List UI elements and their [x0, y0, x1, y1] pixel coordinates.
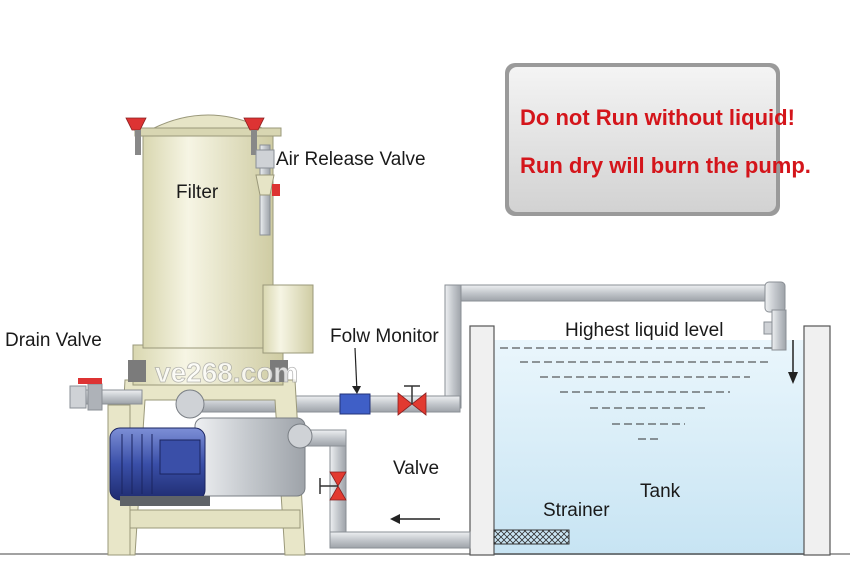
pump-head [194, 417, 306, 497]
label-valve: Valve [393, 458, 439, 479]
clamp-icon [243, 117, 265, 131]
flow-monitor-sensor [339, 393, 371, 415]
tank-water [490, 340, 805, 555]
return-pipe [444, 281, 798, 409]
label-drain-valve: Drain Valve [5, 330, 102, 351]
tank [469, 325, 831, 556]
valve-handle-icon [78, 378, 102, 384]
label-highest-liquid-level: Highest liquid level [565, 320, 723, 341]
strainer [493, 529, 570, 545]
tank-left-wall [469, 325, 495, 556]
filter-housing [125, 114, 314, 386]
watermark: ve268.com [155, 357, 298, 388]
suction-pipe [289, 429, 471, 549]
outlet-valve [397, 385, 427, 416]
warning-box [505, 63, 780, 216]
label-strainer: Strainer [543, 500, 610, 521]
valve-handle-icon [272, 184, 280, 196]
air-release-valve [255, 144, 280, 236]
label-filter: Filter [176, 182, 219, 203]
tank-right-wall [803, 325, 831, 556]
label-tank: Tank [640, 481, 681, 502]
liquid-level-lines [500, 347, 775, 440]
pump-assembly [109, 389, 313, 506]
label-flow-monitor: Folw Monitor [330, 326, 439, 347]
warning-line-2: Run dry will burn the pump. [520, 153, 811, 178]
suction-valve [319, 471, 347, 501]
warning-line-1: Do not Run without liquid! [520, 105, 795, 130]
label-air-release-valve: Air Release Valve [276, 149, 426, 170]
drain-valve [69, 378, 143, 411]
